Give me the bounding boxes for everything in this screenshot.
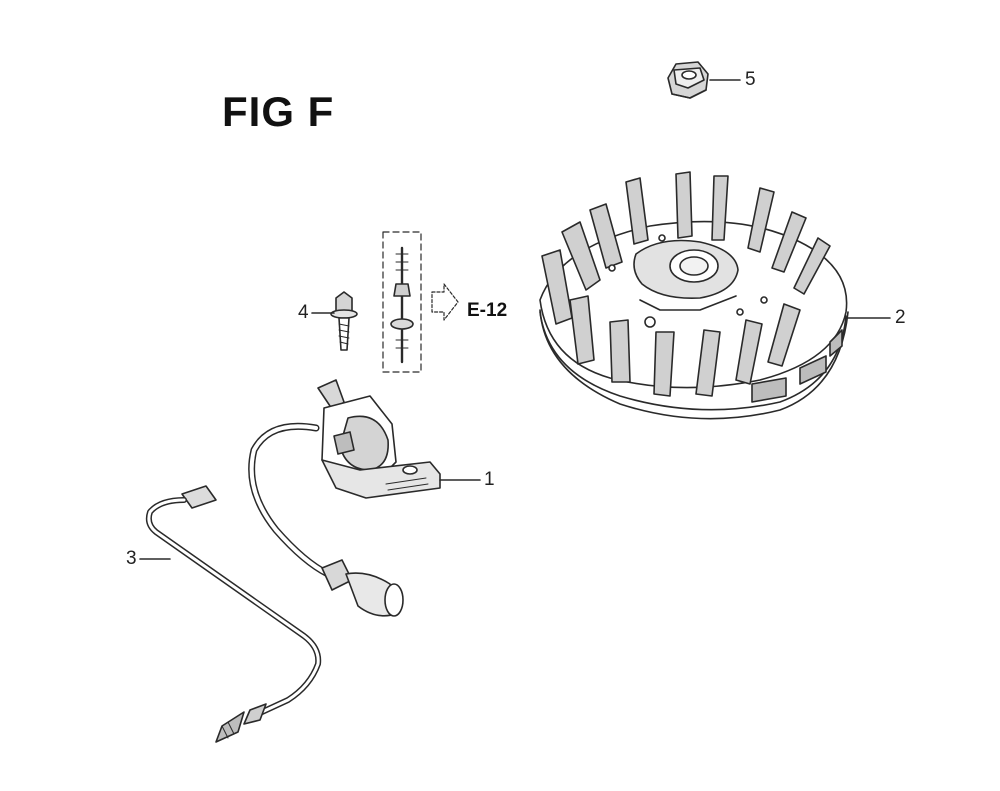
reference-label: E-12 <box>467 300 508 321</box>
callout-1: 1 <box>484 469 495 490</box>
flange-bolt-drawing <box>330 291 358 351</box>
reference-arrow-icon <box>431 283 459 321</box>
callout-4: 4 <box>298 302 309 323</box>
ignition-coil-drawing <box>317 379 441 499</box>
flywheel-nut-drawing <box>667 61 709 99</box>
reference-stud-box <box>382 231 422 373</box>
callout-3: 3 <box>126 548 137 569</box>
callout-2: 2 <box>895 307 906 328</box>
figure-title: FIG F <box>222 88 335 135</box>
spark-plug-lead-drawing <box>248 422 404 617</box>
callout-5: 5 <box>745 69 756 90</box>
flywheel-drawing <box>539 171 849 420</box>
stop-wire-drawing <box>145 485 322 743</box>
